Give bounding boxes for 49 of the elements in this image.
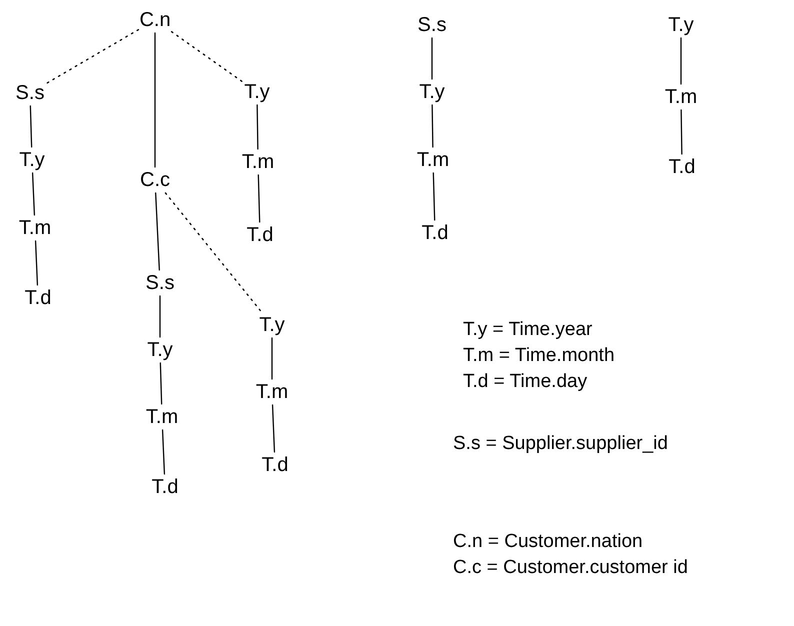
node-label: T.m (144, 404, 180, 430)
dotted-line (170, 31, 244, 83)
node-label: T.m (18, 215, 52, 241)
connector-line (34, 240, 38, 286)
node-label: T.m (664, 84, 698, 110)
node-label: T.y (18, 147, 46, 173)
node-label: T.d (24, 285, 52, 311)
definition-note: T.y = Time.year (463, 318, 592, 342)
node-label: T.d (150, 474, 180, 500)
definition-note: T.d = Time.day (463, 370, 588, 394)
connector-line (256, 104, 258, 150)
node-label: T.m (254, 379, 290, 405)
node-label: T.d (420, 220, 450, 246)
node-label: C.n (138, 7, 172, 33)
connector-line (154, 32, 156, 168)
node-label: S.s (416, 12, 448, 38)
definition-note: C.n = Customer.nation (453, 530, 643, 554)
connector-line (431, 37, 433, 80)
definition-note: S.s = Supplier.supplier_id (453, 432, 668, 456)
node-label: T.y (243, 79, 271, 105)
connector-line (160, 362, 162, 405)
node-label: T.y (146, 337, 174, 363)
dotted-line (44, 29, 140, 85)
node-label: T.d (668, 154, 696, 180)
connector-line (680, 37, 682, 85)
connector-line (271, 337, 273, 380)
connector-line (258, 174, 260, 223)
node-label: T.m (416, 147, 450, 173)
node-label: T.d (246, 222, 274, 248)
definition-note: C.c = Customer.customer id (453, 556, 688, 580)
node-label: S.s (144, 270, 176, 296)
connector-line (162, 429, 166, 475)
node-label: T.y (667, 12, 695, 38)
node-label: T.y (418, 79, 446, 105)
connector-line (30, 105, 32, 148)
connector-line (680, 109, 682, 155)
connector-line (159, 295, 161, 338)
connector-line (32, 172, 36, 216)
connector-line (432, 172, 436, 221)
connector-line (432, 104, 434, 148)
node-label: T.m (240, 149, 276, 175)
connector-line (272, 404, 276, 453)
dotted-line (164, 192, 262, 313)
definition-note: T.m = Time.month (463, 344, 615, 368)
node-label: T.y (258, 312, 286, 338)
node-label: S.s (14, 80, 46, 106)
node-label: C.c (139, 167, 171, 193)
connector-line (155, 192, 160, 271)
node-label: T.d (260, 452, 290, 478)
